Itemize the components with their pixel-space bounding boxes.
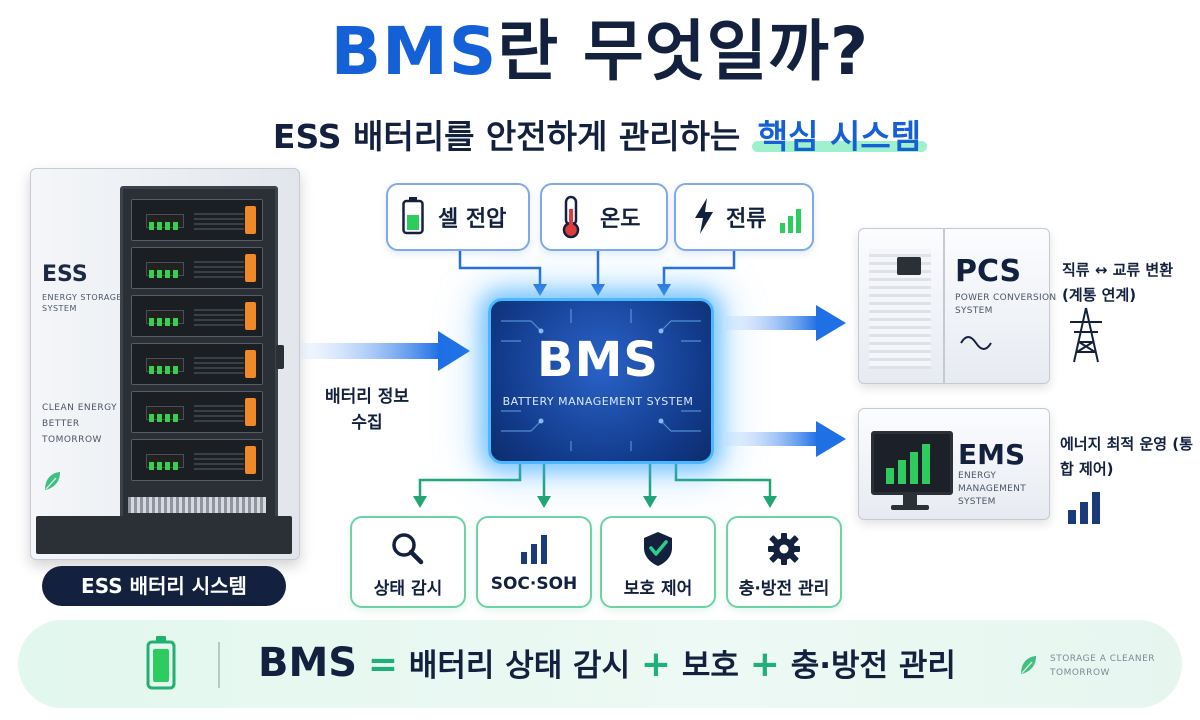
pcs-description: 직류 ↔ 교류 변환 (계통 연계) [1062,261,1174,304]
formula-part-monitoring: 배터리 상태 감시 [408,648,631,684]
ems-subtitle: ENERGY MANAGEMENT SYSTEM [958,471,1026,507]
ems-name: EMS [958,438,1026,471]
sensor-label: 온도 [600,207,641,232]
formula-bms: BMS [258,640,358,686]
function-connectors [418,460,772,498]
battery-module [131,247,263,289]
function-charge-discharge: 충·방전 관리 [726,516,842,608]
function-label: SOC·SOH [490,574,578,594]
formula-plus: + [749,644,780,685]
ems-unit [858,408,1050,520]
bms-title: BMS [537,332,659,388]
subtitle-highlight: 핵심 시스템 [752,117,927,156]
battery-module [131,199,263,241]
sensor-temperature: 온도 [540,183,668,251]
thermometer-icon [562,195,580,239]
subtitle-main: ESS 배터리를 안전하게 관리하는 [272,117,741,156]
arrow-ess-to-bms [300,331,470,371]
leaf-icon [45,472,60,490]
lightning-icon [695,198,713,234]
formula-equals: = [367,644,399,685]
function-protection-control: 보호 제어 [600,516,716,608]
arrow-bms-to-ems [726,421,846,457]
sensor-label: 셀 전압 [438,207,507,232]
sensor-label: 전류 [726,207,767,232]
ess-name: ESS [42,262,88,287]
ess-rack-front [120,186,278,522]
ess-base [36,516,292,554]
battery-module [131,439,263,481]
function-label: 상태 감시 [373,579,443,599]
battery-icon [146,636,176,690]
summary-divider [218,642,220,688]
sensor-cell-voltage: 셀 전압 [386,183,530,251]
monitor-chart-icon [886,444,930,484]
ess-name-sub: ENERGY STORAGE SYSTEM [42,293,122,313]
pcs-unit [858,228,1050,384]
shield-check-icon [644,532,672,566]
formula-part-charge: 충·방전 관리 [790,648,956,684]
battery-module [131,343,263,385]
function-status-monitoring: 상태 감시 [350,516,466,608]
summary-bar [18,620,1182,708]
battery-icon [402,197,424,235]
sensor-connectors [458,248,736,286]
pcs-name: PCS [955,254,1022,289]
ess-slogan: CLEAN ENERGY BETTER TOMORROW [42,403,118,445]
formula-plus: + [640,644,672,685]
brand-tagline: STORAGE A CLEANER TOMORROW [1050,654,1156,678]
sensor-current: 전류 [674,183,814,251]
battery-module [131,295,263,337]
signal-bars-icon [780,209,801,233]
ess-door-handle [276,345,284,369]
bar-chart-icon [1068,492,1100,524]
pcs-subtitle: POWER CONVERSION SYSTEM [955,293,1057,316]
collect-label: 배터리 정보 수집 [324,387,410,433]
circuit-pattern [501,309,701,451]
page-subtitle: ESS 배터리를 안전하게 관리하는 핵심 시스템 [0,112,1200,162]
title-rest: 란 무엇일까? [497,13,870,90]
ac-wave-icon [960,336,992,350]
pcs-display [897,257,921,275]
ess-vent [128,497,266,513]
page-title: BMS란 무엇일까? [0,12,1200,92]
summary-formula: BMS = 배터리 상태 감시 + 보호 + 충·방전 관리 [258,640,956,689]
bms-core [488,298,714,464]
battery-module [131,391,263,433]
arrow-bms-to-pcs [726,305,846,341]
ess-system-label: ESS 배터리 시스템 [42,566,286,606]
power-tower-icon [1070,307,1102,363]
gear-icon [768,533,800,565]
leaf-icon [1021,656,1036,674]
bar-chart-icon [521,535,547,564]
title-accent: BMS [330,13,498,90]
magnifier-icon [392,533,424,565]
formula-part-protection: 보호 [681,648,739,684]
bms-subtitle: BATTERY MANAGEMENT SYSTEM [502,395,694,408]
function-label: 보호 제어 [623,579,693,599]
function-soc-soh: SOC·SOH [476,516,592,608]
ems-monitor [871,431,953,495]
function-label: 충·방전 관리 [738,579,830,599]
ems-description: 에너지 최적 운영 (통합 제어) [1060,435,1193,478]
